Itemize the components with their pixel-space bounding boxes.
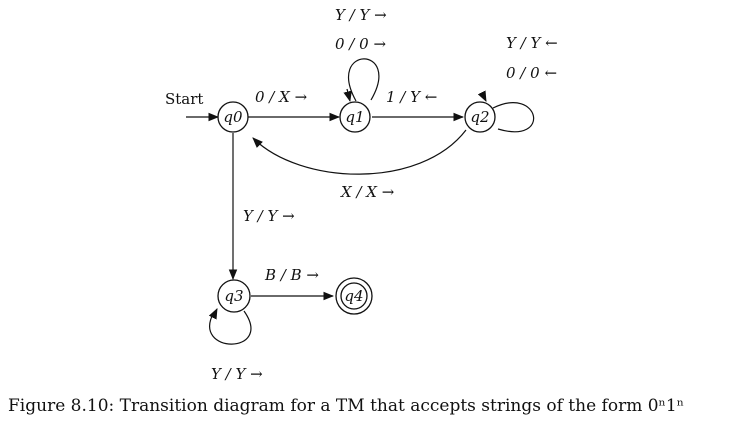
state-q1-label: q1 (345, 108, 364, 126)
label-q3-loop: Y / Y → (211, 365, 263, 383)
state-q3: q3 (217, 279, 251, 313)
loop-q2 (492, 102, 535, 133)
edge-q2-q0 (252, 129, 467, 175)
state-q4-label: q4 (344, 287, 363, 305)
label-q1-loop-bottom: 0 / 0 → (335, 35, 386, 53)
label-q2-loop-bottom: 0 / 0 ← (506, 64, 557, 82)
state-q0: q0 (217, 101, 249, 133)
label-q2-loop-top: Y / Y ← (506, 34, 558, 52)
label-q0-q1: 0 / X → (255, 88, 308, 106)
loop-q3-arrowhead (208, 308, 218, 320)
loop-q1 (348, 58, 380, 102)
state-q2: q2 (464, 101, 496, 133)
label-q2-q0: X / X → (340, 183, 395, 201)
label-q1-q2: 1 / Y ← (386, 88, 437, 106)
state-q4-accepting: q4 (335, 277, 373, 315)
label-q3-q4: B / B → (264, 266, 319, 284)
state-q1: q1 (339, 101, 371, 133)
loop-q1-arrowhead (343, 88, 352, 103)
state-q0-label: q0 (223, 108, 243, 126)
state-q2-label: q2 (470, 108, 489, 126)
loop-q3 (209, 310, 252, 345)
start-label: Start (165, 90, 203, 108)
label-q0-q3: Y / Y → (243, 207, 295, 225)
state-q3-label: q3 (224, 287, 243, 305)
label-q1-loop-top: Y / Y → (335, 6, 387, 24)
figure-caption: Figure 8.10: Transition diagram for a TM… (8, 396, 685, 416)
loop-q2-arrowhead (477, 90, 487, 102)
